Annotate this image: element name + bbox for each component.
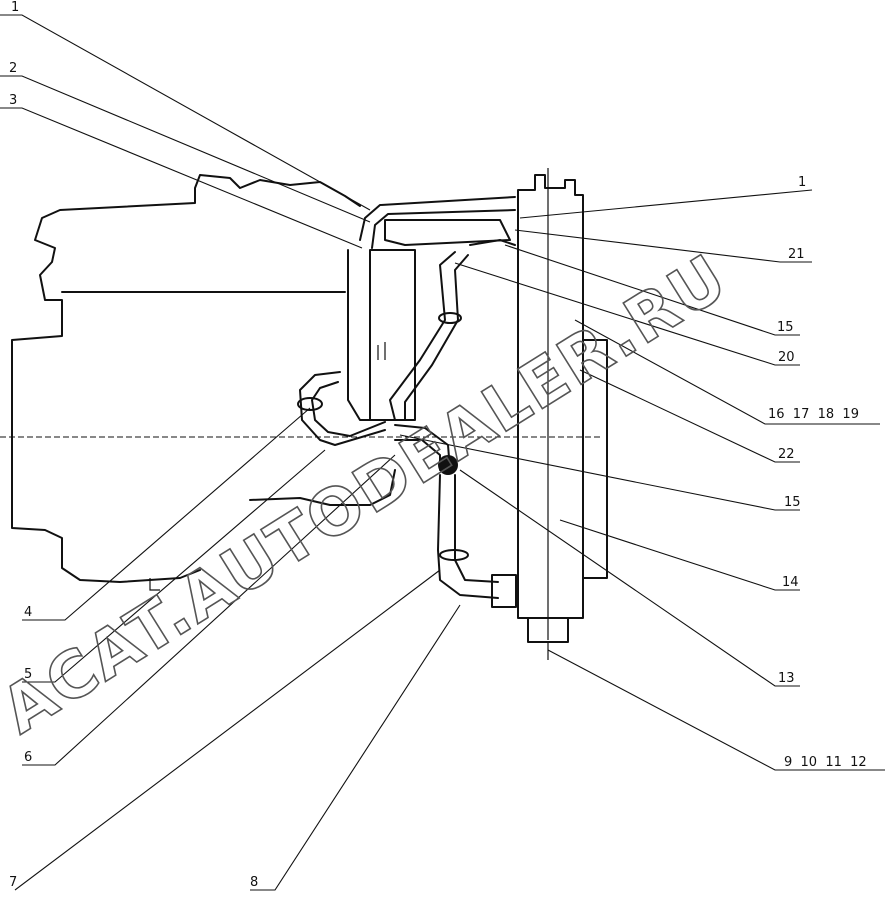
- callout-label: 4: [24, 605, 32, 620]
- callout-label: 15: [777, 320, 794, 335]
- callout-label: 15: [784, 495, 801, 510]
- callout-label: 9 10 11 12: [784, 755, 867, 770]
- thermostat-housing: [369, 249, 416, 421]
- leader-lines: [0, 14, 885, 891]
- callout-label: 8: [250, 875, 258, 890]
- callout-label: 3: [9, 93, 17, 108]
- callout-label: 14: [782, 575, 799, 590]
- callout-label: 5: [24, 667, 32, 682]
- callout-label: 1: [798, 175, 806, 190]
- radiator-core: [517, 168, 608, 660]
- callout-label: 6: [24, 750, 32, 765]
- callout-label: 13: [778, 671, 795, 686]
- callout-label: 1: [11, 0, 19, 15]
- callout-label: 16 17 18 19: [768, 407, 859, 422]
- lower-hose-assembly: [297, 371, 517, 608]
- callout-label: 21: [788, 247, 805, 262]
- callout-label: 2: [9, 61, 17, 76]
- callout-label: 22: [778, 447, 795, 462]
- callout-labels: 1 2 3 4 5 6 7 8 1 21 15 20 16 17 18 19 2…: [9, 0, 867, 890]
- callout-label: 7: [9, 875, 17, 890]
- upper-hose-assembly: [359, 196, 516, 421]
- callout-label: 20: [778, 350, 795, 365]
